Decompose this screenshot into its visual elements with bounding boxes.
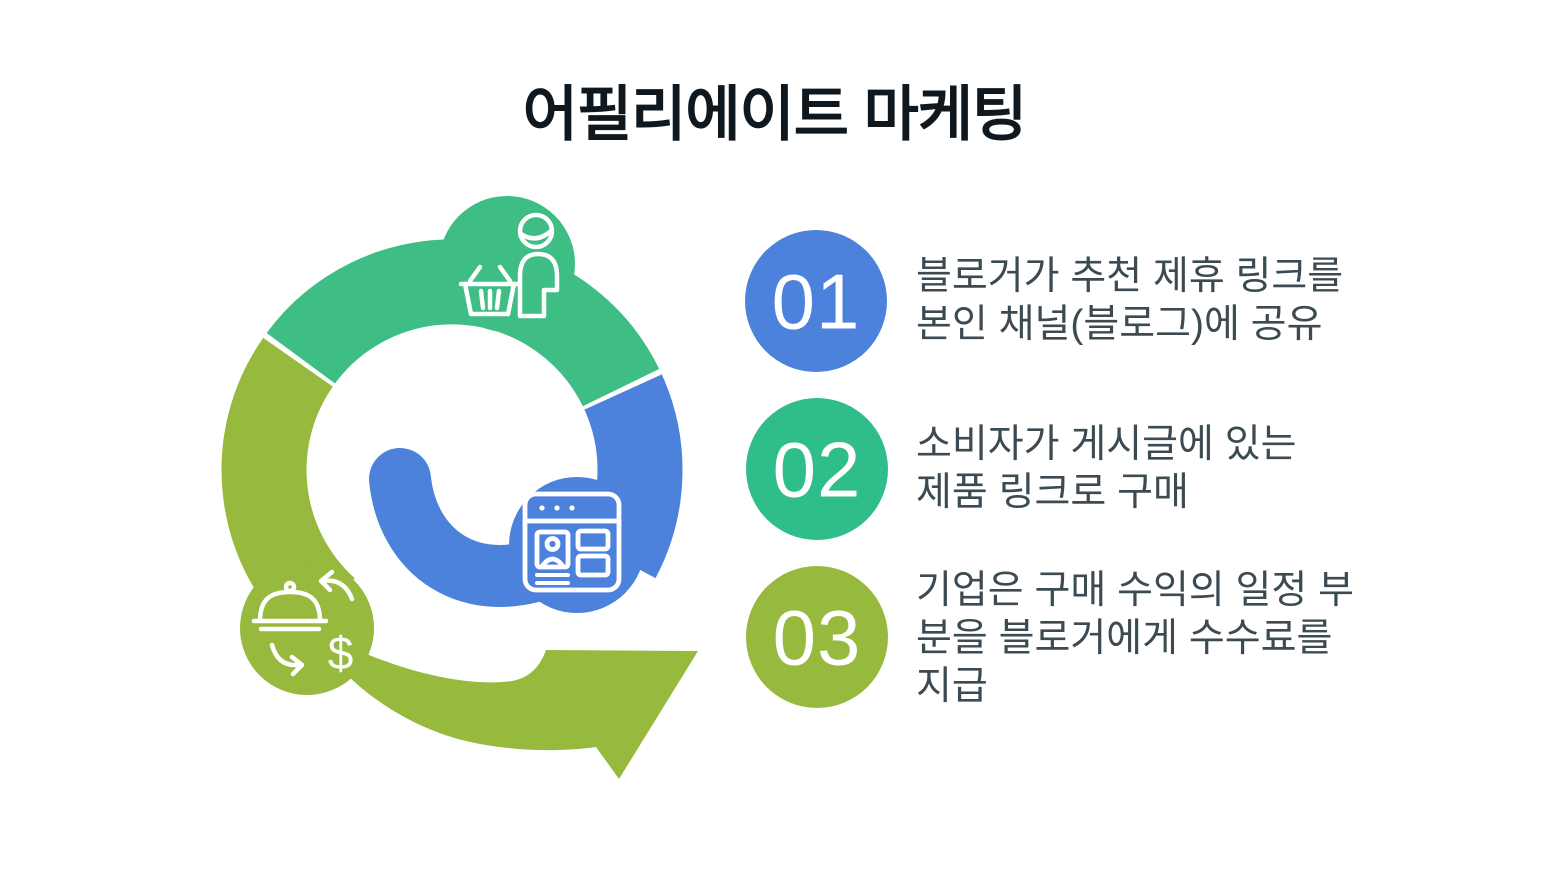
step3-line1: 기업은 구매 수익의 일정 부	[916, 569, 1355, 612]
shopper-with-basket-icon	[458, 212, 560, 319]
step2-badge	[746, 398, 888, 540]
step3-line3: 지급	[916, 665, 988, 708]
step3-line2: 분을 블로거에게 수수료를	[916, 617, 1333, 660]
step1-badge	[745, 230, 887, 372]
step2-description: 소비자가 게시글에 있는 제품 링크로 구매	[916, 421, 1416, 517]
step3-badge	[746, 566, 888, 708]
step2-line1: 소비자가 게시글에 있는	[916, 423, 1297, 466]
consumer-icon-circle	[439, 196, 575, 332]
step1-number: 01	[772, 257, 861, 345]
step3-number: 03	[773, 593, 862, 681]
step1-description: 블로거가 추천 제휴 링크를 본인 채널(블로그)에 공유	[916, 253, 1416, 349]
step2-line2: 제품 링크로 구매	[916, 471, 1189, 514]
page-title: 어필리에이트 마케팅	[522, 81, 1027, 148]
dollar-sign: $	[328, 627, 355, 679]
step2-number: 02	[773, 425, 862, 513]
step3-description: 기업은 구매 수익의 일정 부 분을 블로거에게 수수료를 지급	[916, 567, 1416, 711]
cycle-arrow	[332, 638, 698, 779]
step-badges: 01 02 03	[745, 230, 888, 708]
blog-page-icon	[522, 491, 622, 593]
product-money-exchange-icon: $	[251, 569, 355, 679]
step1-line2: 본인 채널(블로그)에 공유	[916, 303, 1323, 346]
step1-line1: 블로거가 추천 제휴 링크를	[916, 255, 1344, 298]
